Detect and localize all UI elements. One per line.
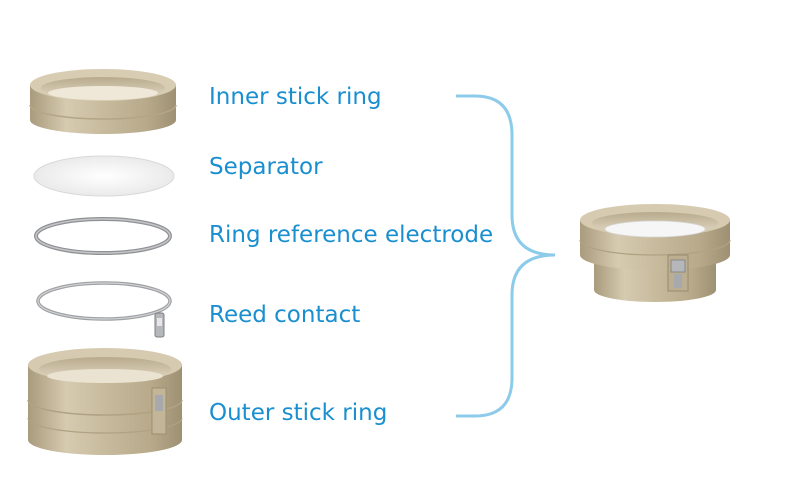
separator-image xyxy=(33,155,175,197)
label-outer-stick-ring: Outer stick ring xyxy=(209,400,387,426)
reed-contact-image xyxy=(36,281,172,338)
label-inner-stick-ring: Inner stick ring xyxy=(209,84,382,110)
label-ring-reference-electrode: Ring reference electrode xyxy=(209,222,493,248)
inner-stick-ring-image xyxy=(29,69,177,134)
label-separator: Separator xyxy=(209,154,323,180)
ring-reference-electrode-image xyxy=(34,217,172,255)
label-reed-contact: Reed contact xyxy=(209,302,360,328)
assembled-sensor-image xyxy=(579,204,731,302)
outer-stick-ring-image xyxy=(27,348,183,455)
assembly-bracket xyxy=(456,94,556,418)
